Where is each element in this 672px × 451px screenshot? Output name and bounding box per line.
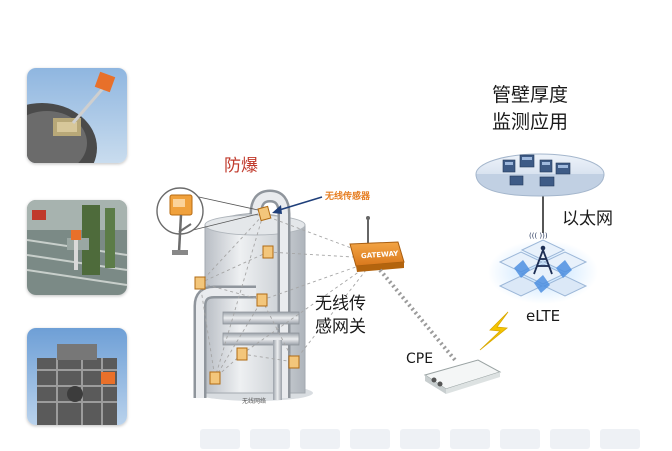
sensor-links [199, 214, 371, 379]
signal-waves-label: ((( ))) [529, 232, 548, 240]
ethernet-label: 以太网 [562, 209, 613, 229]
sensor-box-icon [194, 276, 206, 290]
server-cluster-icon [475, 153, 605, 197]
photo-pipe-sensor-2 [27, 200, 127, 295]
sensor-box-icon [257, 205, 272, 222]
sensor-box-icon [236, 347, 248, 361]
elte-label: eLTE [526, 307, 561, 325]
wireless-sensor-label: 无线传感器 [325, 192, 371, 202]
gateway-cpe-link [378, 268, 457, 362]
radio-tower-icon [488, 239, 598, 304]
gateway-icon [349, 216, 405, 272]
application-title: 管壁厚度 监测应用 [492, 84, 569, 133]
sensor-box-icon [288, 355, 300, 369]
sensor-label-arrow [272, 196, 323, 214]
lightning-icon [479, 311, 509, 351]
sensor-box-icon [256, 293, 268, 307]
sensor-box-icon [262, 245, 274, 259]
sensor-callout [156, 187, 259, 255]
cpe-device-icon [423, 359, 502, 394]
background-watermark [200, 429, 640, 449]
tower-caption-label: 无线网络 [242, 398, 267, 405]
cpe-label: CPE [406, 351, 434, 367]
sensor-nodes [194, 205, 300, 385]
wireless-gateway-label: 无线传 感网关 [315, 294, 366, 337]
photo-pipe-sensor-1 [27, 68, 127, 163]
photo-pipe-sensor-3 [27, 328, 127, 425]
sensor-box-icon [209, 371, 221, 385]
explosion-proof-label: 防爆 [224, 156, 258, 176]
